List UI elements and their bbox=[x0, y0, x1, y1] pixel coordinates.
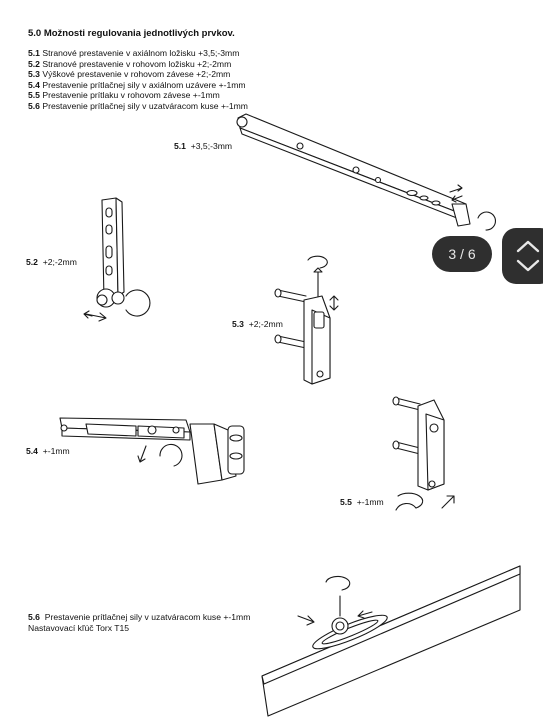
drawing-hinge-pressure bbox=[392, 396, 455, 511]
page-nav-button[interactable] bbox=[502, 228, 543, 284]
figure-label-5-1: 5.1 +3,5;-3mm bbox=[174, 141, 233, 151]
list-item: 5.5 Prestavenie prítlaku v rohovom záves… bbox=[28, 90, 220, 101]
figure-label-5-4: 5.4 +-1mm bbox=[26, 446, 70, 456]
figure-label-5-2: 5.2 +2;-2mm bbox=[26, 257, 77, 267]
list-item: 5.3 Výškové prestavenie v rohovom závese… bbox=[28, 69, 231, 80]
drawing-axial-bearing-arm bbox=[236, 113, 497, 231]
page-title: 5.0 Možnosti regulovania jednotlivých pr… bbox=[28, 28, 235, 39]
adjustment-list: 5.1 Stranové prestavenie v axiálnom loži… bbox=[28, 48, 248, 112]
list-item: 5.6 Prestavenie prítlačnej sily v uzatvá… bbox=[28, 100, 248, 111]
drawing-axial-lock bbox=[59, 417, 245, 485]
list-item: 5.1 Stranové prestavenie v axiálnom loži… bbox=[28, 48, 240, 58]
list-item: 5.4 Prestavenie prítlačnej sily v axiáln… bbox=[28, 79, 246, 90]
drawing-corner-bearing bbox=[83, 197, 151, 322]
list-item: 5.2 Stranové prestavenie v rohovom ložis… bbox=[28, 58, 232, 69]
drawing-keeper-rail bbox=[261, 565, 521, 717]
figure-label-5-5: 5.5 +-1mm bbox=[340, 497, 384, 507]
figure-label-5-6: 5.6 Prestavenie prítlačnej sily v uzatvá… bbox=[28, 612, 251, 633]
page-indicator: 3 / 6 bbox=[432, 236, 492, 272]
drawing-hinge-height bbox=[274, 255, 339, 385]
figure-label-5-3: 5.3 +2;-2mm bbox=[232, 319, 283, 329]
chevron-up-down-icon bbox=[516, 240, 540, 272]
